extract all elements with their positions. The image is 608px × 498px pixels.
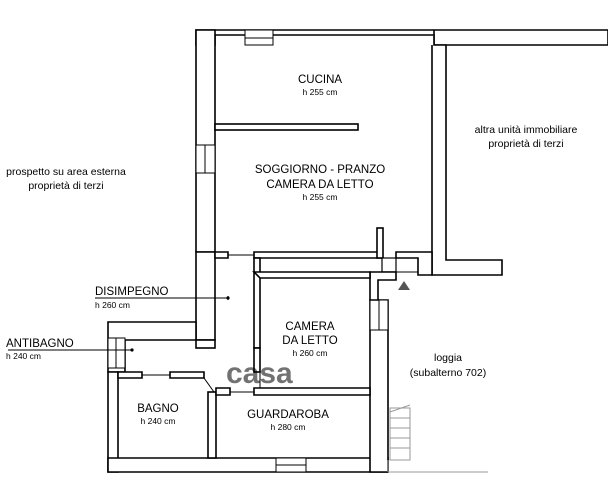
external-left-note: prospetto su area esterna proprietà di t…: [6, 166, 126, 192]
room-height-guardaroba: h 280 cm: [271, 422, 306, 432]
external-left-line1: prospetto su area esterna: [6, 166, 126, 178]
loggia-line2: (subalterno 702): [410, 367, 486, 379]
loggia-line1: loggia: [434, 352, 462, 364]
room-cucina: CUCINA h 255 cm: [298, 74, 342, 97]
internal-walls: [117, 123, 433, 459]
room-antibagno: ANTIBAGNO h 240 cm: [6, 338, 74, 361]
loggia-area: [387, 271, 488, 473]
room-height-soggiorno: h 255 cm: [303, 192, 338, 202]
room-bagno: BAGNO h 240 cm: [137, 403, 179, 426]
room-height-camera: h 260 cm: [293, 348, 328, 358]
watermark: casa: [226, 357, 293, 390]
room-name-camera-line1: CAMERA: [285, 321, 335, 333]
room-name-cucina: CUCINA: [298, 74, 342, 86]
room-soggiorno: SOGGIORNO - PRANZO CAMERA DA LETTO h 255…: [255, 164, 385, 202]
room-name-bagno: BAGNO: [137, 403, 179, 415]
room-name-soggiorno-line1: SOGGIORNO - PRANZO: [255, 164, 385, 176]
room-disimpegno: DISIMPEGNO h 260 cm: [95, 286, 169, 310]
external-right-note: altra unità immobiliare proprietà di ter…: [475, 124, 578, 150]
room-name-camera-line2: DA LETTO: [282, 335, 337, 347]
external-right-line2: proprietà di terzi: [488, 138, 563, 150]
external-left-line2: proprietà di terzi: [28, 180, 103, 192]
loggia-note: loggia (subalterno 702): [410, 352, 486, 379]
room-camera: CAMERA DA LETTO h 260 cm: [282, 321, 337, 358]
room-name-disimpegno: DISIMPEGNO: [95, 286, 169, 298]
doors: [142, 254, 261, 393]
outer-walls: [107, 29, 608, 473]
room-height-cucina: h 255 cm: [303, 87, 338, 97]
external-right-line1: altra unità immobiliare: [475, 124, 578, 136]
room-height-antibagno: h 240 cm: [6, 351, 41, 361]
room-height-disimpegno: h 260 cm: [95, 300, 130, 310]
room-name-soggiorno-line2: CAMERA DA LETTO: [266, 179, 373, 191]
room-guardaroba: GUARDAROBA h 280 cm: [247, 409, 329, 432]
room-name-antibagno: ANTIBAGNO: [6, 338, 74, 350]
room-height-bagno: h 240 cm: [141, 416, 176, 426]
entry-marker-icon: [398, 281, 410, 290]
label-leaders: [8, 296, 230, 352]
room-name-guardaroba: GUARDAROBA: [247, 409, 329, 421]
